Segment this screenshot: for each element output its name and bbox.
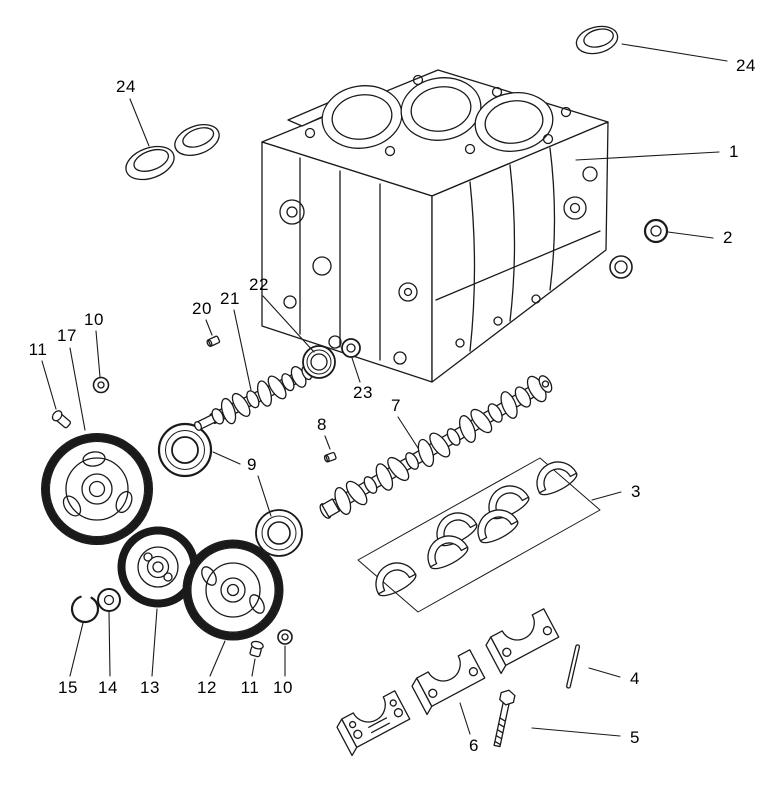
callout-12: 12 <box>197 678 217 697</box>
bolt-11-bottom-drawing <box>249 640 264 658</box>
callout-1: 1 <box>729 142 739 161</box>
camshaft-drawing <box>319 375 553 519</box>
callout-6: 6 <box>469 736 479 755</box>
washer-10-bottom-drawing <box>277 629 293 645</box>
callout-9: 9 <box>247 455 257 474</box>
callout-17: 17 <box>57 326 77 345</box>
callout-15: 15 <box>58 678 78 697</box>
callout-24: 24 <box>116 77 136 96</box>
core-plug-caps-left-drawing <box>125 124 220 181</box>
short-camshaft-drawing <box>194 365 313 431</box>
plug-8-drawing <box>323 451 337 463</box>
callout-21: 21 <box>220 289 240 308</box>
callout-24: 24 <box>736 56 756 75</box>
callout-10: 10 <box>273 678 293 697</box>
core-plug-cap-right-drawing <box>575 25 619 55</box>
callout-5: 5 <box>630 728 640 747</box>
plug-20-drawing <box>206 335 221 348</box>
washer-14-drawing <box>97 588 121 612</box>
timing-gears-drawing <box>41 433 284 641</box>
bolt-11-top-drawing <box>51 410 72 429</box>
dowel-pin-drawing <box>566 644 581 689</box>
bearing-ring-22-drawing <box>302 345 336 379</box>
gear-12-drawing <box>182 539 284 641</box>
callout-14: 14 <box>98 678 118 697</box>
callout-leader-lines <box>41 43 728 737</box>
washer-10-top-drawing <box>92 376 110 394</box>
callout-10: 10 <box>84 310 104 329</box>
cylinder-block-drawing <box>261 69 609 383</box>
callout-22: 22 <box>249 275 269 294</box>
camshaft-bearing-drawing <box>157 422 303 557</box>
callout-3: 3 <box>631 482 641 501</box>
bearing-shells-drawing <box>357 457 601 613</box>
callout-8: 8 <box>317 415 327 434</box>
callout-4: 4 <box>630 669 640 688</box>
seal-rings-drawing <box>609 218 669 279</box>
callout-2: 2 <box>723 228 733 247</box>
snap-ring-23-drawing <box>341 338 361 358</box>
bearing-caps-drawing <box>336 608 560 757</box>
callout-11: 11 <box>28 340 48 359</box>
snap-ring-15-drawing <box>70 594 100 624</box>
bolt-5-drawing <box>493 689 516 748</box>
callout-13: 13 <box>140 678 160 697</box>
gear-17-drawing <box>41 433 153 545</box>
callout-11: 11 <box>240 678 260 697</box>
callout-20: 20 <box>192 299 212 318</box>
callout-23: 23 <box>353 383 373 402</box>
callout-7: 7 <box>391 396 401 415</box>
